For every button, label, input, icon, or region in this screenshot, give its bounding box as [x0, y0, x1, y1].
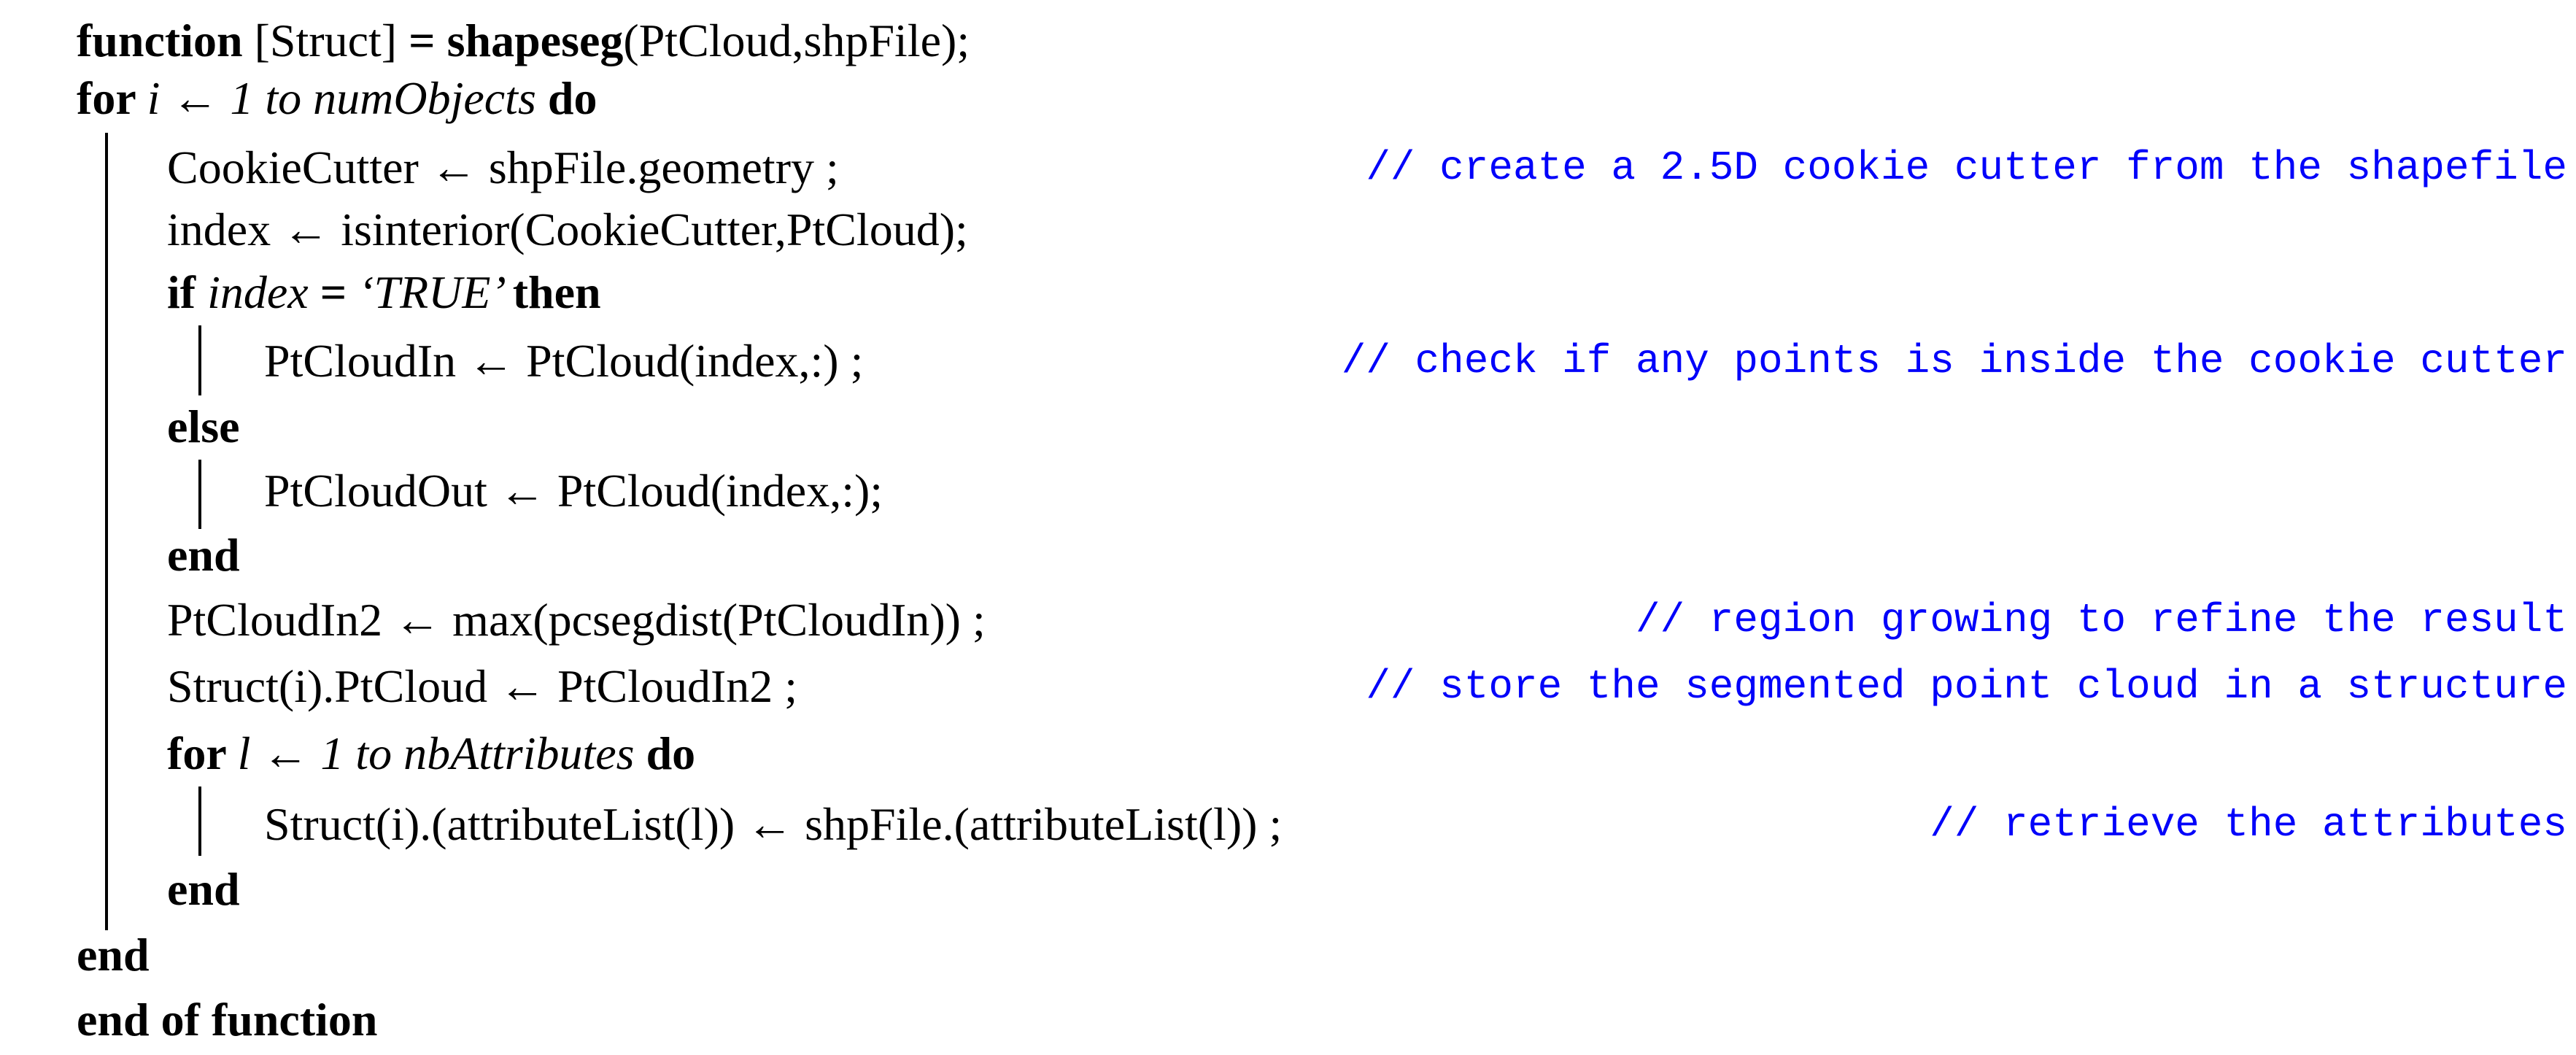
inline-comment: // retrieve the attributes — [1930, 801, 2567, 848]
code-line: else — [0, 394, 2576, 460]
keyword: for — [77, 72, 147, 124]
code-line: CookieCutter ← shpFile.geometry ; // crea… — [0, 135, 2576, 201]
keyword: for — [167, 727, 238, 779]
code-text: (PtCloud,shpFile); — [623, 15, 970, 66]
indent-spacer — [0, 768, 167, 769]
condition-value: ‘TRUE’ — [358, 266, 513, 318]
indent-spacer — [0, 113, 77, 114]
code-text: Struct(i).PtCloud ← PtCloudIn2 ; — [167, 660, 798, 712]
code-line: PtCloudIn2 ← max(pcsegdist(PtCloudIn)) ;… — [0, 587, 2576, 653]
inline-comment: // create a 2.5D cookie cutter from the … — [1366, 144, 2567, 191]
keyword: else — [167, 401, 240, 452]
code-line: Struct(i).PtCloud ← PtCloudIn2 ; // store… — [0, 654, 2576, 719]
inline-comment: // store the segmented point cloud in a … — [1366, 663, 2567, 710]
code-line: if index = ‘TRUE’ then — [0, 260, 2576, 325]
keyword: do — [547, 72, 597, 124]
condition-variable: index — [207, 266, 320, 318]
code-text: [Struct] — [254, 15, 409, 66]
code-text: PtCloudIn ← PtCloud(index,:) ; — [264, 335, 864, 387]
code-line: Struct(i).(attributeList(l)) ← shpFile.(… — [0, 792, 2576, 857]
indent-spacer — [0, 244, 167, 245]
code-text: index ← isinterior(CookieCutter,PtCloud)… — [167, 204, 968, 255]
code-text: PtCloudIn2 ← max(pcsegdist(PtCloudIn)) ; — [167, 594, 986, 646]
keyword: end — [167, 529, 240, 581]
code-line: end — [0, 522, 2576, 588]
indent-spacer — [0, 182, 167, 183]
inline-comment: // region growing to refine the result — [1635, 597, 2567, 644]
indent-spacer — [0, 839, 264, 840]
indent-spacer — [0, 55, 77, 56]
keyword: do — [646, 727, 696, 779]
indent-spacer — [0, 904, 167, 905]
inline-comment: // check if any points is inside the coo… — [1341, 338, 2567, 384]
keyword: end — [167, 863, 240, 915]
code-line: for l ← 1 to nbAttributes do — [0, 721, 2576, 787]
keyword: if — [167, 266, 208, 318]
code-text: CookieCutter ← shpFile.geometry ; — [167, 142, 839, 193]
code-line: end — [0, 922, 2576, 988]
code-line: PtCloudOut ← PtCloud(index,:); — [0, 458, 2576, 524]
keyword: then — [512, 266, 601, 318]
indent-spacer — [0, 441, 167, 442]
code-text: Struct(i).(attributeList(l)) ← shpFile.(… — [264, 798, 1283, 850]
if-branch-rule — [198, 325, 201, 395]
for-loop-rule — [105, 133, 108, 930]
indent-spacer — [0, 701, 167, 702]
indent-spacer — [0, 570, 167, 571]
code-line: end — [0, 857, 2576, 922]
code-line: for i ← 1 to numObjects do — [0, 66, 2576, 131]
code-line: index ← isinterior(CookieCutter,PtCloud)… — [0, 197, 2576, 263]
operator: = — [320, 266, 359, 318]
loop-condition: i ← 1 to numObjects — [147, 72, 548, 124]
keyword: end — [77, 929, 150, 981]
code-line: PtCloudIn ← PtCloud(index,:) ; // check i… — [0, 328, 2576, 394]
function-name: = shapeseg — [409, 15, 624, 66]
else-branch-rule — [198, 460, 201, 529]
code-text: PtCloudOut ← PtCloud(index,:); — [264, 465, 883, 517]
code-line: end of function — [0, 987, 2576, 1053]
inner-for-loop-rule — [198, 787, 201, 856]
indent-spacer — [0, 307, 167, 308]
loop-condition: l ← 1 to nbAttributes — [237, 727, 646, 779]
code-line: function [Struct] = shapeseg(PtCloud,shp… — [0, 8, 2576, 74]
keyword: function — [77, 15, 255, 66]
keyword: end of function — [77, 994, 378, 1046]
